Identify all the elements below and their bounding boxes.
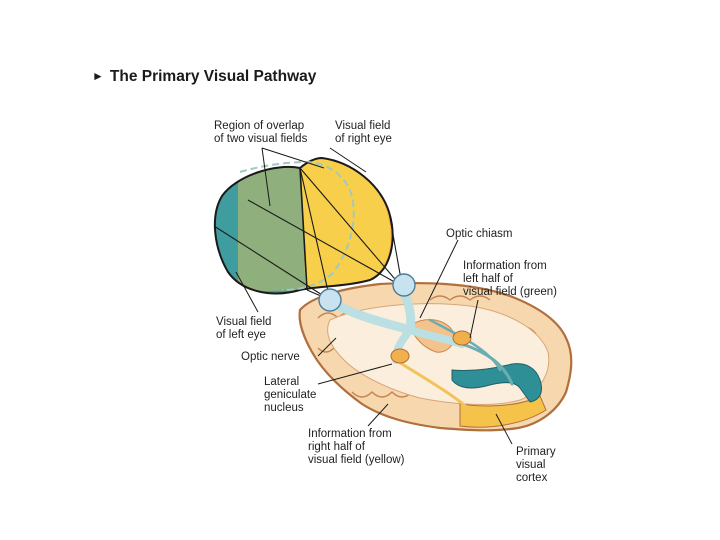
- primary-visual-cortex-yellow: [459, 395, 547, 428]
- label-primary-cortex: Primary visual cortex: [516, 446, 556, 484]
- overlap-region: [238, 160, 306, 292]
- right-eye: [392, 273, 416, 297]
- overlap-dashed-boundary: [239, 160, 355, 291]
- field-midline: [299, 167, 308, 291]
- label-optic-chiasm: Optic chiasm: [446, 228, 513, 240]
- visual-field-outline: [213, 156, 394, 295]
- right-eye-field-region: [300, 158, 393, 294]
- lgn-right: [452, 330, 472, 346]
- label-right-eye-field: Visual field of right eye: [335, 120, 392, 145]
- left-eye: [318, 288, 342, 312]
- primary-visual-cortex-blue: [451, 363, 543, 403]
- title-arrow-icon: ►: [92, 69, 104, 83]
- label-info-left: Information from left half of visual fie…: [463, 260, 557, 298]
- page-title: ► The Primary Visual Pathway: [92, 68, 316, 86]
- label-optic-nerve: Optic nerve: [241, 351, 300, 363]
- lgn-left: [390, 348, 410, 364]
- label-lgn: Lateral geniculate nucleus: [264, 376, 317, 414]
- brain-section: [298, 273, 573, 432]
- title-text: The Primary Visual Pathway: [109, 68, 317, 85]
- label-left-eye-field: Visual field of left eye: [216, 316, 272, 341]
- leader-lines: [235, 147, 513, 445]
- label-overlap: Region of overlap of two visual fields: [214, 120, 308, 145]
- label-info-right: Information from right half of visual fi…: [308, 428, 405, 466]
- field-projection-lines: [213, 167, 403, 301]
